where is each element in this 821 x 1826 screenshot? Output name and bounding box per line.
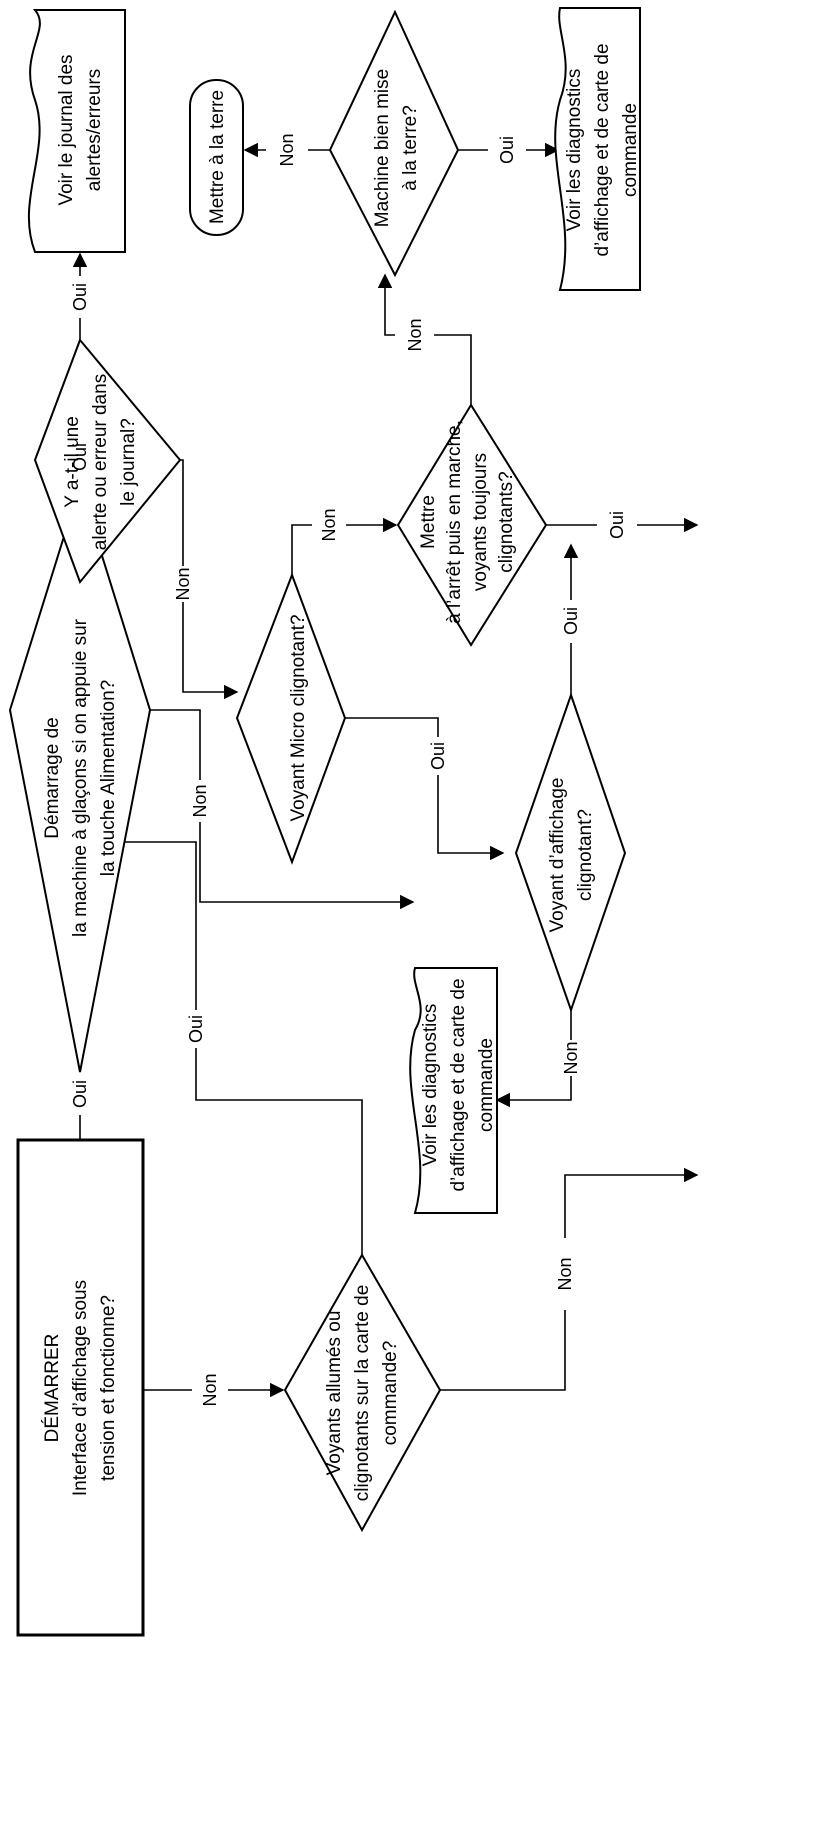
edge-board-leds-offpage-b (564, 1167, 699, 1238)
grounded-text: Machine bien mise à la terre? (372, 69, 421, 227)
edge-board-leds-to-ice-start-b (93, 834, 197, 1010)
display-led-decision (514, 691, 627, 1014)
edge-board-leds-to-ice-start (195, 1048, 363, 1255)
board-leds-decision (283, 1252, 442, 1533)
see-log-text: Voir le journal des alertes/erreurs (56, 54, 105, 205)
display-led-text: Voyant d’affichage clignotant? (547, 778, 596, 933)
diag-upper-document (554, 7, 641, 291)
edge-board-leds-offpage (440, 1310, 566, 1391)
grounded-text-line-1: Machine bien mise (372, 69, 393, 227)
ground-it-terminator (189, 79, 244, 236)
label-non-display-led: Non (561, 1041, 581, 1074)
label-oui-alert-log: Oui (70, 283, 90, 311)
ice-start-text: Démarrage de la machine à glaçons si on … (42, 618, 119, 937)
power-cycle-text-line-2: à l’arrêt puis en marche, (444, 420, 465, 624)
diag-lower-text-line-2: d’affichage et de carte de (448, 978, 469, 1191)
power-cycle-text-line-3: voyants toujours (470, 453, 491, 591)
edge-micro-led-to-power-cycle (291, 524, 312, 575)
ground-it-text: Mettre à la terre (207, 90, 228, 224)
edge-display-led-to-diag-lower-b (495, 1076, 572, 1108)
shapes (8, 7, 641, 1637)
micro-led-text-line-1: Voyant Micro clignotant? (288, 614, 309, 821)
edge-micro-led-to-display-led (345, 717, 439, 737)
see-log-text-line-2: alertes/erreurs (84, 69, 105, 192)
diag-lower-document (409, 967, 498, 1214)
edge-micro-led-to-display-led-b (437, 775, 505, 861)
power-cycle-text: Mettre à l’arrêt puis en marche, voyants… (418, 420, 517, 624)
label-oui-ice-start: Oui (70, 443, 90, 471)
board-leds-text: Voyants allumés ou clignotants sur la ca… (324, 1285, 401, 1502)
start-text-line-2: Interface d’affichage sous (70, 1280, 91, 1496)
label-non-ice-start: Non (190, 784, 210, 817)
start-node (16, 1138, 145, 1637)
alert-log-text-line-2: alerte ou erreur dans (90, 374, 111, 550)
label-oui-start: Oui (70, 1080, 90, 1108)
edge-ice-start-to-diag-lower (150, 709, 201, 780)
edge-alert-log-to-micro-led-b (182, 602, 239, 700)
alert-log-text-line-3: le journal? (118, 418, 139, 506)
diag-upper-text-line-2: d’affichage et de carte de (592, 43, 613, 256)
diag-lower-text: Voir les diagnostics d’affichage et de c… (420, 978, 497, 1191)
alert-log-text-line-1: Y a-t-il une (62, 416, 83, 508)
start-text-line-3: tension et fonctionne? (98, 1295, 119, 1481)
power-cycle-text-line-4: clignotants? (496, 471, 517, 572)
label-oui-grounded: Oui (497, 136, 517, 164)
board-leds-text-line-3: commande? (380, 1341, 401, 1446)
label-oui-board-leds: Oui (186, 1015, 206, 1043)
power-cycle-decision (396, 403, 548, 647)
ice-start-text-line-1: Démarrage de (42, 717, 63, 838)
display-led-text-line-2: clignotant? (575, 809, 596, 901)
label-oui-micro-led: Oui (428, 742, 448, 770)
start-text: DÉMARRER Interface d’affichage sous tens… (42, 1280, 119, 1496)
ice-start-text-line-2: la machine à glaçons si on appuie sur (70, 618, 91, 937)
label-non-power-cycle: Non (405, 318, 425, 351)
power-cycle-text-line-1: Mettre (418, 495, 439, 549)
alert-log-text: Y a-t-il une alerte ou erreur dans le jo… (62, 374, 139, 550)
diag-upper-text: Voir les diagnostics d’affichage et de c… (564, 43, 641, 256)
edge-power-cycle-to-grounded (434, 334, 472, 405)
label-non-board-leds: Non (555, 1257, 575, 1290)
label-non-start: Non (200, 1373, 220, 1406)
connectors (72, 142, 699, 1398)
micro-led-text: Voyant Micro clignotant? (288, 614, 309, 821)
board-leds-text-line-1: Voyants allumés ou (324, 1311, 345, 1476)
alert-log-decision (33, 338, 182, 584)
display-led-text-line-1: Voyant d’affichage (547, 778, 568, 933)
board-leds-text-line-2: clignotants sur la carte de (352, 1285, 373, 1502)
diag-lower-text-line-3: commande (476, 1038, 497, 1132)
ice-start-decision (8, 481, 152, 1073)
diag-upper-text-line-1: Voir les diagnostics (564, 69, 585, 232)
see-log-text-line-1: Voir le journal des (56, 54, 77, 205)
label-non-micro-led: Non (319, 508, 339, 541)
start-text-line-1: DÉMARRER (42, 1334, 63, 1443)
ice-start-text-line-3: la touche Alimentation? (98, 680, 119, 876)
edge-ice-start-to-diag-lower-b (199, 822, 415, 910)
node-texts: DÉMARRER Interface d’affichage sous tens… (42, 43, 641, 1501)
see-log-document (27, 9, 126, 253)
diag-upper-text-line-3: commande (620, 103, 641, 197)
micro-led-decision (235, 572, 347, 865)
edge-alert-log-to-micro-led (180, 459, 184, 566)
label-oui-display-led: Oui (561, 607, 581, 635)
edge-power-cycle-to-grounded-b (377, 273, 395, 336)
ground-it-text-line-1: Mettre à la terre (207, 90, 228, 224)
grounded-decision (328, 9, 460, 278)
label-non-alert-log: Non (173, 567, 193, 600)
label-oui-power-cycle: Oui (607, 511, 627, 539)
label-non-grounded: Non (277, 133, 297, 166)
edge-labels: Oui Non Oui Non Oui Non Oui Non Non Oui … (70, 133, 627, 1406)
diag-lower-text-line-1: Voir les diagnostics (420, 1004, 441, 1167)
grounded-text-line-2: à la terre? (400, 105, 421, 191)
